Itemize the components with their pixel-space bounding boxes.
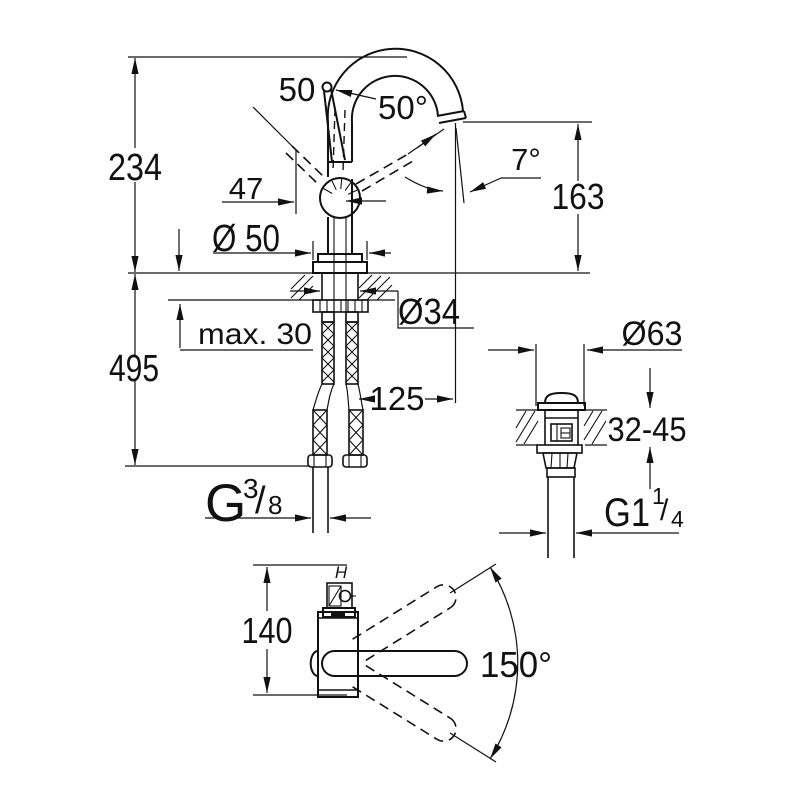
supply-thread-g: G	[205, 474, 246, 533]
supply-thread-numerator: 3	[243, 473, 259, 504]
drain-thread-denominator: 4	[671, 506, 684, 532]
drain-thread-g: G1	[604, 491, 650, 535]
plan-body	[309, 582, 468, 698]
drain-valve-view: Ø63 32-45 G1 1 / 4	[488, 315, 687, 558]
front-view: 234 495 50 50° 47 Ø 50 7° 163 Ø34 max. 3…	[108, 47, 605, 533]
lever-angle-construction	[252, 89, 445, 214]
dim-drain-flange-label: Ø63	[622, 315, 683, 353]
front-dimensions	[125, 56, 592, 522]
dim-lever-offset-label: 47	[229, 171, 263, 206]
dim-stream-angle-label: 7°	[511, 142, 541, 177]
dim-spout-reach-label: 125	[369, 380, 424, 417]
supply-thread-slash: /	[255, 480, 266, 522]
plan-lever	[321, 650, 468, 677]
stream-lines	[404, 123, 465, 403]
plan-view: 140 150° H	[242, 563, 552, 763]
drain-thread-label: G1 1 / 4	[604, 483, 684, 535]
supply-thread-label: G 3 / 8	[205, 473, 282, 533]
plan-lever-swivel	[352, 563, 519, 763]
drain-outline	[536, 391, 586, 558]
dim-drain-deck-range-label: 32-45	[608, 411, 687, 449]
dim-shank-diameter-label: Ø34	[398, 291, 460, 332]
lever-tip	[321, 81, 333, 93]
drain-thread-slash: /	[660, 494, 669, 527]
dim-lever-angle-label: 50°	[378, 89, 428, 126]
dim-outlet-height-label: 163	[552, 176, 605, 217]
dim-deck-max-label: max. 30	[198, 318, 312, 351]
plan-body-mark	[331, 611, 345, 616]
dim-base-diameter-label: Ø 50	[212, 218, 280, 260]
drain-counter-section	[515, 409, 607, 446]
drain-thread-numerator: 1	[652, 483, 665, 509]
dim-below-deck-label: 495	[109, 348, 159, 390]
under-counter-parts	[307, 273, 369, 533]
plan-dimensions	[253, 564, 347, 696]
supply-thread-denominator: 8	[268, 490, 282, 520]
ball-joint	[319, 177, 361, 219]
hot-marking-label: H	[335, 563, 348, 582]
dim-lever-length-label: 50	[279, 71, 316, 108]
counter-section	[128, 272, 590, 301]
dim-swivel-range-label: 150°	[480, 644, 552, 685]
faucet-body-outline	[312, 47, 467, 312]
drain-dimensions	[488, 344, 682, 537]
dim-plan-height-label: 140	[242, 610, 293, 651]
dim-total-height-label: 234	[108, 147, 162, 189]
